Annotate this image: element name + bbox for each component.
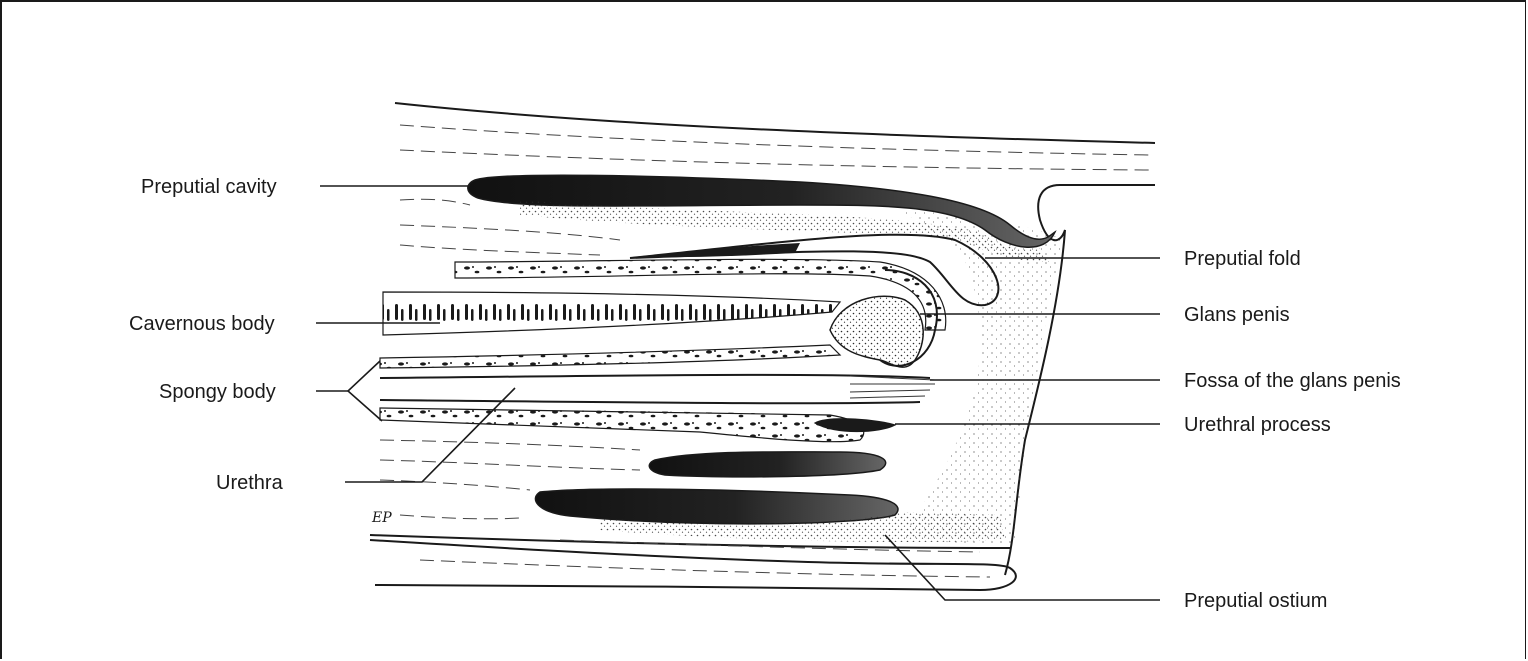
glans-penis-shape [830, 296, 923, 367]
spongy-tissue-middle [380, 345, 840, 368]
skin-top-contour [395, 103, 1155, 143]
label-urethra: Urethra [216, 472, 284, 494]
label-fossa-glans: Fossa of the glans penis [1184, 370, 1401, 392]
label-spongy-body: Spongy body [159, 381, 276, 403]
label-preputial-ostium: Preputial ostium [1184, 590, 1327, 612]
preputial-cavity-lower-inner [649, 452, 885, 477]
preputial-cavity-lower [535, 489, 898, 524]
spongy-tissue-lower [380, 408, 864, 442]
label-preputial-fold: Preputial fold [1184, 248, 1301, 270]
label-glans-penis: Glans penis [1184, 304, 1290, 326]
urethra-channel [380, 375, 930, 378]
label-preputial-cavity: Preputial cavity [141, 176, 277, 198]
leader-urethra [345, 388, 515, 482]
leader-spongy-body [348, 361, 382, 421]
penis-section-drawing: EP [370, 103, 1155, 590]
label-cavernous-body: Cavernous body [129, 313, 275, 335]
artist-signature: EP [371, 510, 392, 526]
label-urethral-process: Urethral process [1184, 414, 1331, 436]
cavernous-body-shape [383, 292, 840, 335]
